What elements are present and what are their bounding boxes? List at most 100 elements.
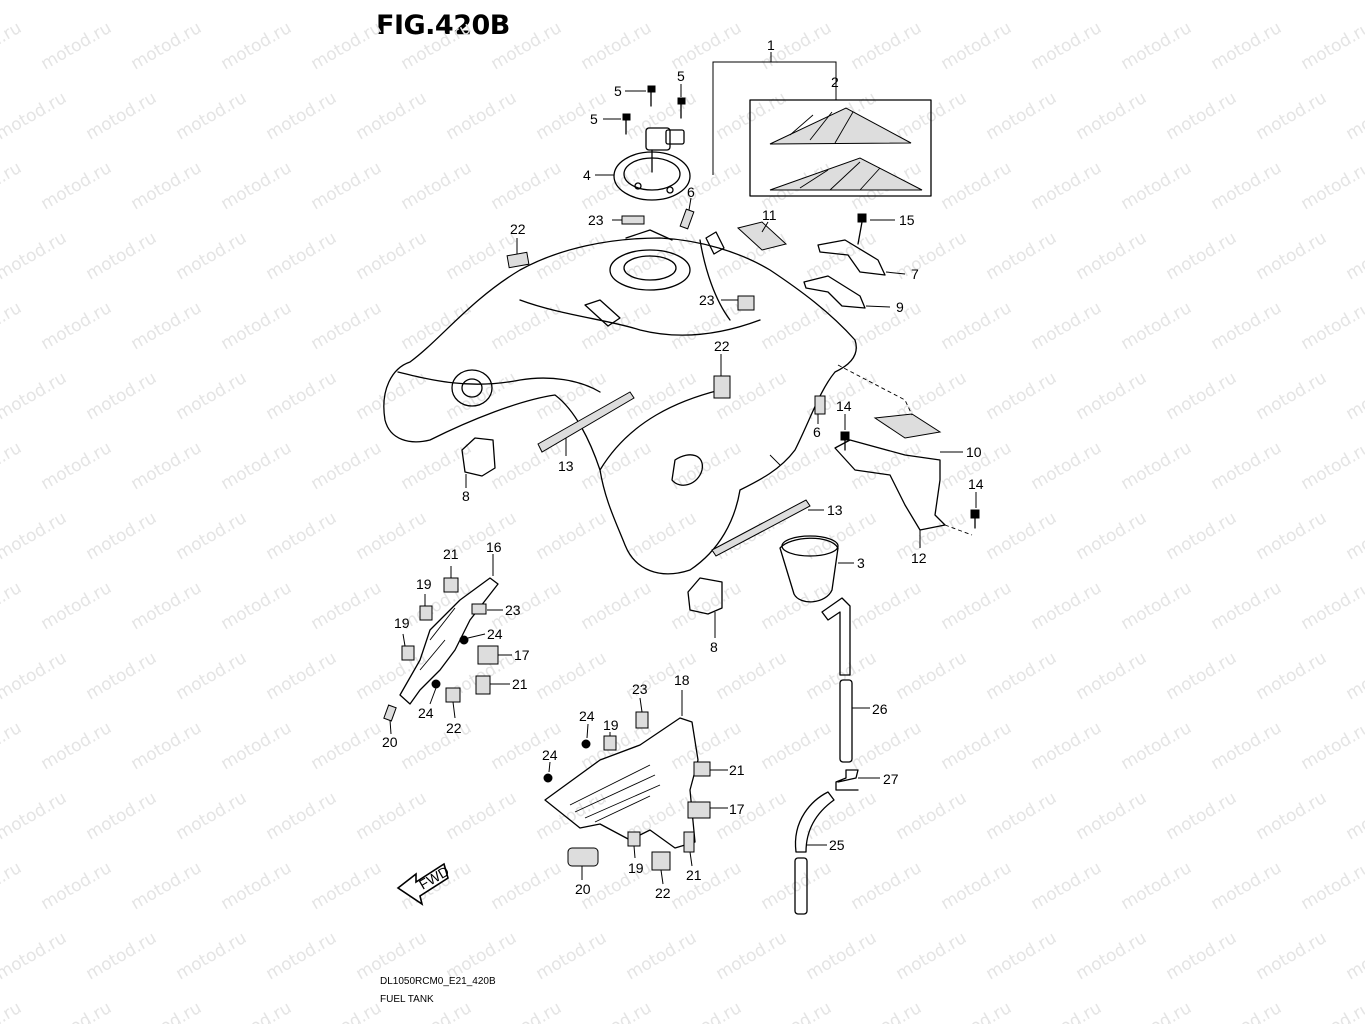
callout-23-b[interactable]: 23: [699, 292, 715, 308]
callout-13-b[interactable]: 13: [827, 502, 843, 518]
callout-21-a[interactable]: 21: [443, 546, 459, 562]
pad-22-a[interactable]: [506, 251, 530, 269]
cushion-8-b[interactable]: [687, 577, 723, 615]
pad-6-b[interactable]: [814, 395, 826, 415]
screw-24-b[interactable]: [431, 679, 441, 689]
callout-14-b[interactable]: 14: [968, 476, 984, 492]
callout-11[interactable]: 11: [762, 207, 777, 223]
strip-13-a[interactable]: [537, 391, 635, 453]
screw-24-d[interactable]: [543, 773, 553, 783]
pad-21-d[interactable]: [683, 831, 695, 853]
fuel-tank-body[interactable]: [383, 229, 857, 575]
callout-22-c[interactable]: 22: [446, 720, 462, 736]
callout-24-b[interactable]: 24: [418, 705, 434, 721]
callout-23-a[interactable]: 23: [588, 212, 604, 228]
callout-20-a[interactable]: 20: [382, 734, 398, 750]
pad-23-d[interactable]: [635, 711, 649, 729]
under-cover-18[interactable]: [544, 717, 699, 849]
joint-27[interactable]: [835, 769, 859, 791]
screw-24-a[interactable]: [459, 635, 469, 645]
callout-24-c[interactable]: 24: [579, 708, 595, 724]
pad-20-b[interactable]: [567, 847, 599, 867]
callout-19-a[interactable]: 19: [416, 576, 432, 592]
callout-1[interactable]: 1: [767, 37, 775, 53]
callout-21-c[interactable]: 21: [729, 762, 745, 778]
callout-23-c[interactable]: 23: [505, 602, 521, 618]
pad-17-a[interactable]: [477, 645, 499, 665]
callout-16[interactable]: 16: [486, 539, 502, 555]
callout-22-b[interactable]: 22: [714, 338, 730, 354]
callout-2[interactable]: 2: [831, 74, 839, 90]
pad-21-a[interactable]: [443, 577, 459, 593]
bolt-5-a[interactable]: [647, 85, 656, 107]
callout-22-a[interactable]: 22: [510, 221, 526, 237]
callout-20-b[interactable]: 20: [575, 881, 591, 897]
callout-8-a[interactable]: 8: [462, 488, 470, 504]
pad-21-c[interactable]: [693, 761, 711, 777]
callout-18[interactable]: 18: [674, 672, 690, 688]
pad-22-c[interactable]: [445, 687, 461, 703]
callout-9[interactable]: 9: [896, 299, 904, 315]
callout-6-b[interactable]: 6: [813, 424, 821, 440]
decal-set[interactable]: [712, 52, 932, 197]
callout-14-a[interactable]: 14: [836, 398, 852, 414]
pad-21-b[interactable]: [475, 675, 491, 695]
callout-15[interactable]: 15: [899, 212, 915, 228]
strip-13-b[interactable]: [711, 499, 811, 557]
bolt-14-a[interactable]: [840, 431, 850, 451]
pad-17-b[interactable]: [687, 801, 711, 819]
cover-3[interactable]: [779, 535, 839, 603]
callout-22-d[interactable]: 22: [655, 885, 671, 901]
callout-23-d[interactable]: 23: [632, 681, 648, 697]
cushion-10[interactable]: [873, 413, 942, 439]
decal-11[interactable]: [736, 221, 788, 251]
callout-19-d[interactable]: 19: [628, 860, 644, 876]
pad-19-d[interactable]: [627, 831, 641, 847]
bolt-5-c[interactable]: [622, 113, 631, 135]
stay-12[interactable]: [834, 439, 946, 531]
callout-19-c[interactable]: 19: [603, 717, 619, 733]
bolt-14-b[interactable]: [970, 509, 980, 529]
side-cover-16[interactable]: [399, 577, 499, 705]
cushion-8-a[interactable]: [461, 437, 496, 477]
pad-20-a[interactable]: [383, 704, 397, 722]
screw-24-c[interactable]: [581, 739, 591, 749]
callout-25[interactable]: 25: [829, 837, 845, 853]
callout-5-a[interactable]: 5: [614, 83, 622, 99]
bolt-5-b[interactable]: [677, 97, 686, 119]
hose-26[interactable]: [821, 597, 853, 763]
callout-7[interactable]: 7: [911, 266, 919, 282]
callout-17-a[interactable]: 17: [514, 647, 530, 663]
callout-3[interactable]: 3: [857, 555, 865, 571]
callout-19-b[interactable]: 19: [394, 615, 410, 631]
callout-5-c[interactable]: 5: [590, 111, 598, 127]
pad-22-b[interactable]: [713, 375, 731, 399]
callout-12[interactable]: 12: [911, 550, 927, 566]
callout-27[interactable]: 27: [883, 771, 899, 787]
callout-6-a[interactable]: 6: [687, 184, 695, 200]
bracket-9[interactable]: [803, 275, 866, 309]
callout-26[interactable]: 26: [872, 701, 888, 717]
callout-24-a[interactable]: 24: [487, 626, 503, 642]
fuel-cap-assembly[interactable]: [613, 127, 691, 201]
callout-8-b[interactable]: 8: [710, 639, 718, 655]
pad-22-d[interactable]: [651, 851, 671, 871]
pad-19-c[interactable]: [603, 735, 617, 751]
callout-13-a[interactable]: 13: [558, 458, 574, 474]
callout-21-b[interactable]: 21: [512, 676, 528, 692]
pad-23-b[interactable]: [737, 295, 755, 311]
callout-4[interactable]: 4: [583, 167, 591, 183]
pad-19-a[interactable]: [419, 605, 433, 621]
pad-23-c[interactable]: [471, 603, 487, 615]
callout-10[interactable]: 10: [966, 444, 982, 460]
pad-23-a[interactable]: [621, 215, 645, 225]
hose-25[interactable]: [794, 791, 835, 915]
callout-5-b[interactable]: 5: [677, 68, 685, 84]
callout-21-d[interactable]: 21: [686, 867, 702, 883]
pad-19-b[interactable]: [401, 645, 415, 661]
callout-17-b[interactable]: 17: [729, 801, 745, 817]
bracket-7[interactable]: [817, 239, 886, 276]
pad-6-a[interactable]: [679, 208, 695, 230]
bolt-15[interactable]: [857, 213, 867, 245]
callout-24-d[interactable]: 24: [542, 747, 558, 763]
